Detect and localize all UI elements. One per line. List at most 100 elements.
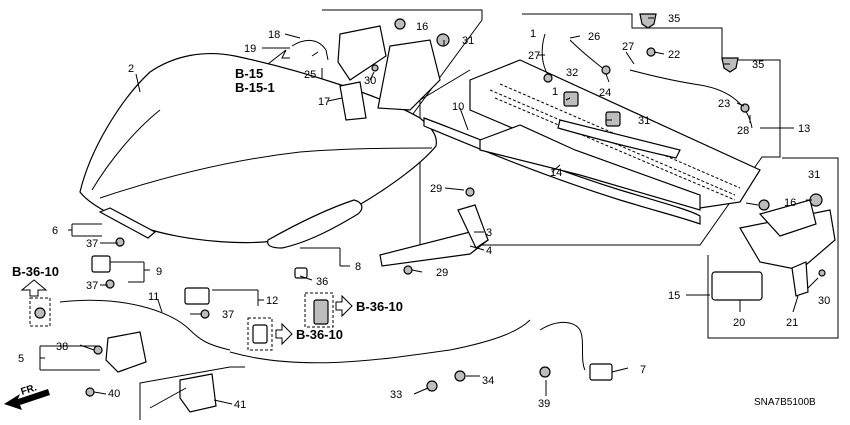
washer-nozzle-right <box>605 111 621 127</box>
ref-arrow-right-2 <box>275 322 293 346</box>
hinge-bolt-lower <box>403 265 413 275</box>
hood-edge-line <box>91 109 161 191</box>
hood-switch-cable <box>229 319 531 364</box>
leader-lines <box>39 17 819 405</box>
callout-6: 6 <box>52 225 58 237</box>
ref-label-b15-1: B-15-1 <box>235 80 275 95</box>
switch-grommet <box>539 366 551 378</box>
callout-24: 24 <box>599 87 611 99</box>
washer-nozzle-left <box>563 91 579 107</box>
callout-17: 17 <box>318 96 330 108</box>
callout-5: 5 <box>18 353 24 365</box>
callout-20: 20 <box>733 317 745 329</box>
clip-30-upper <box>371 64 379 72</box>
hood-bumper-12 <box>184 287 210 305</box>
latch-group-box <box>139 366 245 420</box>
callout-14: 14 <box>550 167 562 179</box>
callout-25: 25 <box>304 69 316 81</box>
clip-35-upper <box>639 13 657 29</box>
callout-31-right: 31 <box>808 169 820 181</box>
hood-seal <box>267 199 363 249</box>
callout-28: 28 <box>737 125 749 137</box>
ref-arrow-up-right <box>267 49 290 65</box>
drain-tube <box>291 40 329 61</box>
hood-hinge-left <box>379 231 490 267</box>
front-label: FR. <box>20 382 39 398</box>
callout-38: 38 <box>56 341 68 353</box>
hood-inner-line <box>99 147 433 199</box>
hood-switch <box>589 363 613 381</box>
connector-33 <box>426 380 438 392</box>
callout-37-a: 37 <box>86 238 98 250</box>
washer-hose-joint <box>569 39 606 71</box>
callout-35-lower: 35 <box>752 59 764 71</box>
callout-1-cowl-a: 1 <box>530 28 536 40</box>
callout-29-upper: 29 <box>430 183 442 195</box>
ref-box-harness <box>247 317 273 351</box>
callout-3: 3 <box>486 227 492 239</box>
callout-16-right: 16 <box>784 197 796 209</box>
callout-8: 8 <box>355 261 361 273</box>
callout-13: 13 <box>798 123 810 135</box>
clip-31-upper <box>436 33 450 47</box>
callout-31-upper: 31 <box>462 35 474 47</box>
hood-switch-harness <box>539 322 586 371</box>
washer-hose-upper <box>541 33 549 76</box>
callout-37-c: 37 <box>222 309 234 321</box>
callout-12: 12 <box>266 295 278 307</box>
callout-22: 22 <box>668 49 680 61</box>
clip-37-b <box>105 279 115 289</box>
callout-10: 10 <box>452 101 464 113</box>
hood-stop-rubber <box>313 299 329 325</box>
latch-bolt-38 <box>93 345 103 355</box>
callout-33: 33 <box>390 389 402 401</box>
hood-release-cable <box>59 299 231 351</box>
hood-lock-rod <box>149 387 187 409</box>
callout-39: 39 <box>538 398 550 410</box>
hood-lock-assembly <box>179 373 217 413</box>
harness-clip <box>252 324 268 344</box>
hinge-bolt-upper <box>465 187 475 197</box>
cowl-side-trim <box>339 81 367 121</box>
windshield-washer-nozzle-panel <box>557 119 681 159</box>
grommet <box>34 307 46 319</box>
callout-numbers: 2 3 4 5 6 7 8 9 10 11 12 13 14 15 16 16 … <box>18 13 830 411</box>
callout-9: 9 <box>156 266 162 278</box>
diagram-code: SNA7B5100B <box>754 397 816 408</box>
clip-30-right <box>818 269 826 277</box>
callout-11: 11 <box>148 291 159 303</box>
cowl-lower-panel <box>479 124 701 211</box>
hose-clip-24 <box>601 65 611 75</box>
joint-clip <box>543 73 553 83</box>
callout-30-right: 30 <box>818 295 830 307</box>
callout-21: 21 <box>786 317 798 329</box>
hood-support-bracket <box>758 199 817 237</box>
callout-27-right: 27 <box>622 41 634 53</box>
side-stay <box>791 261 809 297</box>
callout-15: 15 <box>668 290 680 302</box>
clip-16-upper <box>394 18 406 30</box>
front-direction-arrow <box>4 389 50 410</box>
hose-clip-22 <box>646 47 656 57</box>
callout-37-b: 37 <box>86 280 98 292</box>
callout-7: 7 <box>640 364 646 376</box>
ref-arrow-up <box>20 279 48 297</box>
callout-34: 34 <box>482 375 494 387</box>
ref-label-b36-10-left: B-36-10 <box>12 264 59 279</box>
callout-35-upper: 35 <box>668 13 680 25</box>
clip-37-a <box>115 237 125 247</box>
callout-36: 36 <box>316 276 328 288</box>
callout-18: 18 <box>268 29 280 41</box>
hood-front-molding <box>98 207 157 239</box>
reference-labels: B-15 B-15-1 B-36-10 B-36-10 B-36-10 <box>12 66 403 342</box>
clip-35-lower <box>721 57 739 73</box>
ref-label-b36-10-middle: B-36-10 <box>356 299 403 314</box>
callout-40: 40 <box>108 388 120 400</box>
callout-32: 32 <box>566 67 578 79</box>
clip-37-c <box>200 309 210 319</box>
callout-26: 26 <box>588 31 600 43</box>
clip-16-right <box>758 199 770 211</box>
ref-box-left <box>29 297 51 327</box>
hood-bumper-9 <box>91 255 111 273</box>
